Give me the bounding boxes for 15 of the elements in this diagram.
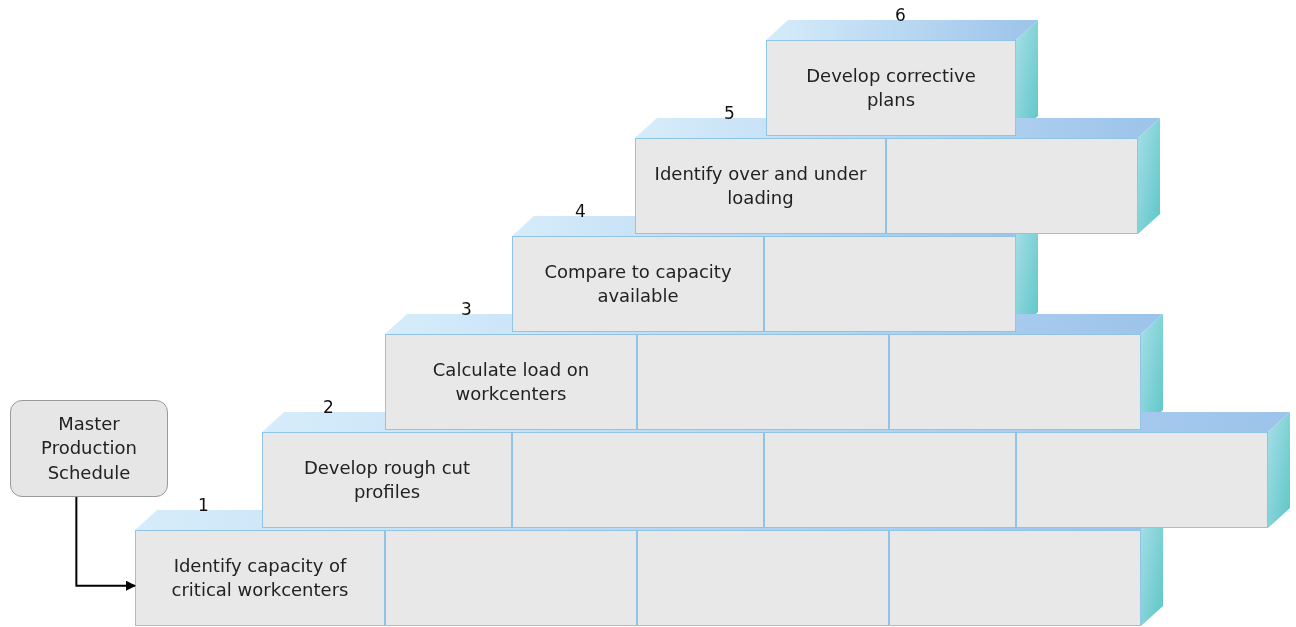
arrow (75, 496, 136, 591)
step-text: Develop corrective plans (805, 63, 977, 112)
step-number: 4 (575, 201, 586, 221)
step-text: Develop rough cut profiles (302, 455, 472, 504)
input-label: Master Production Schedule (40, 412, 138, 485)
step-number: 1 (198, 495, 209, 515)
step-text: Identify over and under loading (653, 161, 868, 210)
step-number: 2 (323, 397, 334, 417)
step-text: Identify capacity of critical workcenters (170, 553, 350, 602)
step-number: 3 (461, 299, 472, 319)
input-box (10, 400, 168, 497)
step-text: Calculate load on workcenters (431, 357, 591, 406)
step-text: Compare to capacity available (543, 259, 733, 308)
step-number: 5 (724, 103, 735, 123)
step-number: 6 (895, 5, 906, 25)
